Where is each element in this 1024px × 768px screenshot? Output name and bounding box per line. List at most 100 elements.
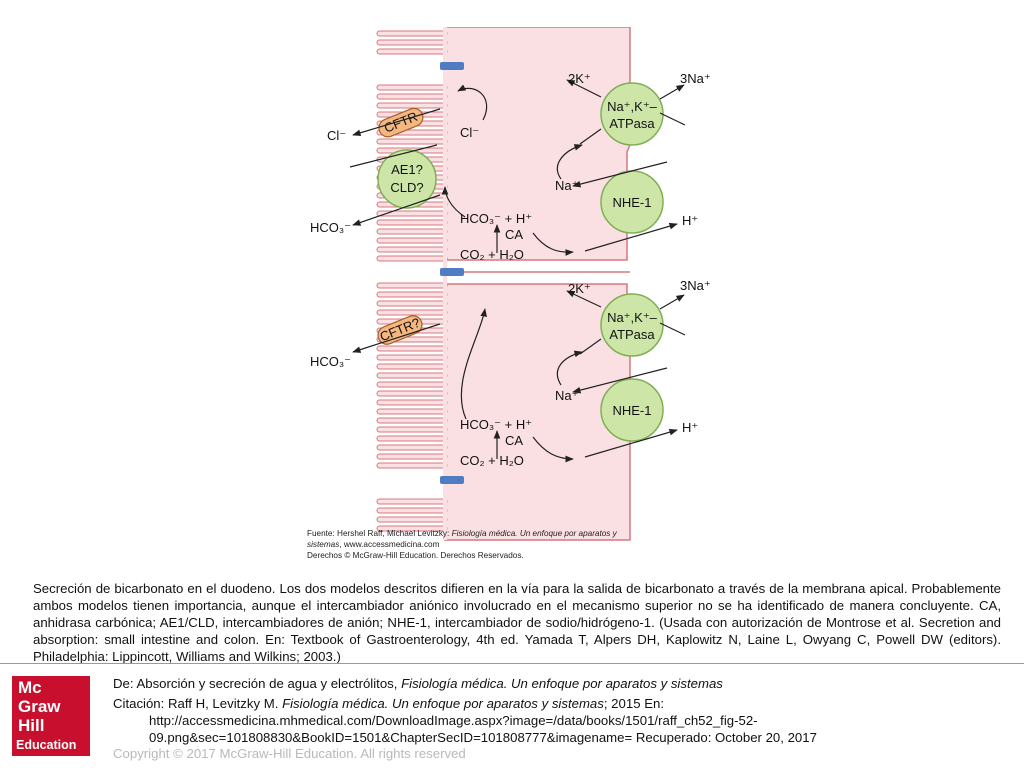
microvillus	[376, 291, 448, 298]
figure-source-line3: Derechos © McGraw-Hill Education. Derech…	[307, 551, 524, 560]
microvillus	[376, 39, 448, 46]
microvillus	[376, 435, 448, 442]
arrow-h-to-nhe	[532, 232, 574, 256]
brush-border-microvilli	[376, 27, 448, 540]
label-ca: CA	[505, 227, 523, 242]
arrow-cl-recycle	[457, 84, 488, 121]
microvillus	[376, 381, 448, 388]
tight-junction-middle	[440, 268, 464, 276]
microvillus	[376, 48, 448, 55]
arrow-cl-out	[352, 108, 441, 137]
arrow-na-basal-bottom	[579, 338, 602, 355]
apical-edge-cover	[443, 27, 447, 540]
label-hco3-h-bottom: HCO₃⁻ + H⁺	[460, 417, 532, 432]
bicarbonate-secretion-diagram: CFTR AE1? CLD? Na⁺,K⁺– ATPasa NHE-1 CFTR…	[305, 27, 713, 563]
microvillus	[376, 30, 448, 37]
label-3na-bottom: 3Na⁺	[680, 278, 711, 293]
label-3na: 3Na⁺	[680, 71, 711, 86]
arrow-h-to-nhe-bottom	[532, 436, 574, 463]
microvillus	[376, 399, 448, 406]
na-k-atpase-pump-top	[600, 82, 664, 146]
arrow-k-in-bottom	[566, 290, 602, 308]
arrow-h-out	[584, 222, 678, 252]
arrow-h-out-bottom	[584, 428, 678, 458]
nhe1-exchanger-bottom	[600, 378, 664, 442]
microvillus	[376, 228, 448, 235]
microvillus	[376, 102, 448, 109]
microvillus	[376, 138, 448, 145]
citation-url-line2[interactable]: 09.png&sec=101808830&BookID=1501&Chapter…	[149, 730, 817, 745]
label-2k-bottom: 2K⁺	[568, 281, 591, 296]
citation-url-line1[interactable]: http://accessmedicina.mhmedical.com/Down…	[149, 713, 758, 728]
label-h: H⁺	[682, 213, 698, 228]
pump-bottom-label-1: Na⁺,K⁺–	[607, 310, 658, 325]
ae1-label: AE1?	[391, 162, 423, 177]
citation-block: De: Absorción y secreción de agua y elec…	[113, 675, 1013, 746]
arrow-na-out	[659, 84, 685, 100]
label-na: Na⁺	[555, 178, 578, 193]
microvillus	[376, 255, 448, 262]
arrow-cl-into-exchanger	[349, 144, 438, 168]
arrow-hco3-out	[352, 194, 441, 226]
microvillus	[376, 93, 448, 100]
figure-source-line2: sistemas, www.accessmedicina.com	[307, 540, 440, 549]
microvillus	[376, 390, 448, 397]
arrow-k-basal	[659, 112, 686, 126]
microvillus	[376, 237, 448, 244]
arrow-na-in	[572, 161, 668, 188]
logo-line-3: Hill	[18, 716, 45, 735]
logo-line-2: Graw	[18, 697, 61, 716]
source-line: De: Absorción y secreción de agua y elec…	[113, 676, 723, 691]
arrow-k-basal-bottom	[659, 322, 686, 336]
figure-caption: Secreción de bicarbonato en el duodeno. …	[33, 581, 1001, 664]
microvillus	[376, 84, 448, 91]
pump-bottom-label-2: ATPasa	[609, 327, 655, 342]
arrow-na-basal	[579, 128, 602, 145]
na-k-atpase-pump-bottom	[600, 293, 664, 357]
arrow-hco3-up-cftr	[460, 308, 487, 420]
arrow-hco3-to-exchanger	[441, 186, 466, 218]
anion-exchanger-ae1-cld	[377, 149, 437, 209]
microvillus	[376, 282, 448, 289]
tight-junction-top	[440, 62, 464, 70]
label-na-bottom: Na⁺	[555, 388, 578, 403]
mcgraw-hill-logo: Mc Graw Hill Education	[12, 676, 90, 756]
nhe1-bottom-label: NHE-1	[612, 403, 651, 418]
arrow-hco3-out-bottom	[352, 323, 441, 353]
arrow-na-entry-curve	[556, 144, 583, 180]
label-cl-in: Cl⁻	[460, 125, 479, 140]
pump-top-label-1: Na⁺,K⁺–	[607, 99, 658, 114]
label-hco3-h: HCO₃⁻ + H⁺	[460, 211, 532, 226]
microvillus	[376, 309, 448, 316]
microvillus	[376, 372, 448, 379]
microvillus	[376, 417, 448, 424]
microvillus	[376, 453, 448, 460]
figure-source-line1: Fuente: Hershel Raff, Michael Levitzky: …	[307, 529, 618, 538]
label-co2-h2o: CO₂ + H₂O	[460, 247, 524, 262]
label-hco3-out: HCO₃⁻	[310, 220, 351, 235]
microvillus	[376, 507, 448, 514]
label-2k: 2K⁺	[568, 71, 591, 86]
microvillus	[376, 426, 448, 433]
microvillus	[376, 408, 448, 415]
microvillus	[376, 345, 448, 352]
logo-line-1: Mc	[18, 678, 42, 697]
microvillus	[376, 498, 448, 505]
arrow-k-in	[566, 79, 602, 98]
divider	[0, 663, 1024, 664]
microvillus	[376, 363, 448, 370]
label-h-bottom: H⁺	[682, 420, 698, 435]
label-ca-bottom: CA	[505, 433, 523, 448]
pump-top-label-2: ATPasa	[609, 116, 655, 131]
microvillus	[376, 462, 448, 469]
microvillus	[376, 354, 448, 361]
nhe1-top-label: NHE-1	[612, 195, 651, 210]
microvillus	[376, 300, 448, 307]
microvillus	[376, 219, 448, 226]
label-hco3-out-bottom: HCO₃⁻	[310, 354, 351, 369]
microvillus	[376, 246, 448, 253]
copyright-notice: Copyright © 2017 McGraw-Hill Education. …	[113, 746, 466, 761]
logo-line-4: Education	[16, 738, 77, 752]
microvillus	[376, 444, 448, 451]
label-cl-out: Cl⁻	[327, 128, 346, 143]
